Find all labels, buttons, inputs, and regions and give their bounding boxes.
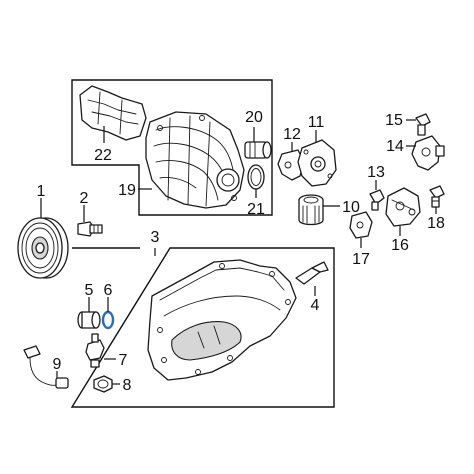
callout-18: 18	[427, 215, 445, 232]
callout-8: 8	[123, 377, 132, 394]
oil-filter-part[interactable]	[298, 194, 324, 226]
sensor-bolt-part[interactable]	[369, 189, 385, 211]
drain-plug-part[interactable]	[77, 311, 101, 329]
oil-pressure-sensor-part[interactable]	[85, 333, 105, 368]
callout-13: 13	[367, 164, 385, 181]
solenoid-valve-part[interactable]	[411, 135, 445, 171]
thermostat-housing-part[interactable]	[277, 149, 305, 181]
callout-20: 20	[245, 109, 263, 126]
sensor-plug-part[interactable]	[244, 141, 272, 159]
dipstick-tube-part[interactable]	[295, 261, 329, 285]
callout-10: 10	[342, 199, 360, 216]
callout-4: 4	[311, 297, 320, 314]
callout-7: 7	[119, 352, 128, 369]
callout-15: 15	[385, 112, 403, 129]
callout-5: 5	[85, 282, 94, 299]
intake-group-frame	[71, 79, 273, 216]
callout-6: 6	[104, 282, 113, 299]
callout-9: 9	[53, 356, 62, 373]
oil-pan-group-frame	[70, 247, 335, 408]
callout-17: 17	[352, 251, 370, 268]
pulley-bolt-part[interactable]	[77, 221, 103, 237]
filter-adapter-part[interactable]	[297, 139, 337, 187]
module-bolt-part[interactable]	[429, 185, 445, 208]
callout-12: 12	[283, 126, 301, 143]
callout-22: 22	[94, 147, 112, 164]
intake-manifold-part[interactable]	[145, 111, 245, 209]
solenoid-bolt-part[interactable]	[415, 113, 431, 136]
control-module-part[interactable]	[385, 187, 421, 227]
oil-pan-part[interactable]	[147, 259, 297, 381]
wired-sensor-part[interactable]	[23, 345, 69, 389]
crankshaft-pulley-part[interactable]	[17, 217, 69, 279]
callout-11: 11	[308, 114, 325, 131]
pan-plug-part[interactable]	[93, 375, 113, 393]
callout-1: 1	[37, 183, 46, 200]
callout-16: 16	[391, 237, 409, 254]
sensor-bracket-part[interactable]	[349, 211, 373, 239]
callout-21: 21	[247, 201, 265, 218]
callout-19: 19	[118, 182, 136, 199]
engine-cover-part[interactable]	[79, 85, 147, 141]
gasket-ring-part[interactable]	[247, 164, 265, 190]
callout-3: 3	[151, 229, 160, 246]
callout-14: 14	[386, 138, 404, 155]
drain-gasket-part[interactable]	[101, 310, 115, 330]
callout-2: 2	[80, 190, 89, 207]
